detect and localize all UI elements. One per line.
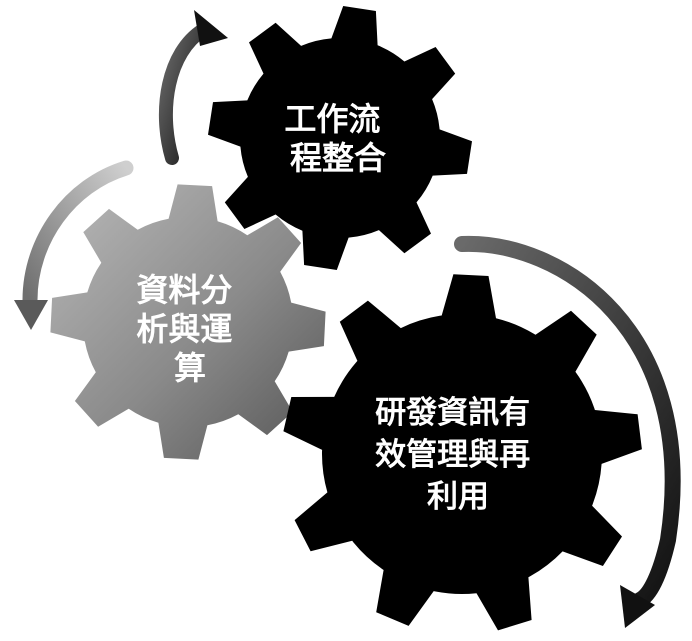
gear-workflow-label-line-2: 程整合 <box>290 139 386 177</box>
gear-workflow <box>208 6 472 270</box>
gear-rd-info-label-line-3: 利用 <box>427 479 489 515</box>
gear-rd-info-label-line-2: 效管理與再 <box>375 437 530 473</box>
gear-analysis-label-line-3: 算 <box>174 349 206 387</box>
arrowhead-right <box>620 585 655 628</box>
cycle-arrow-top-left <box>158 23 210 165</box>
cycle-arrow-left <box>22 160 134 308</box>
cycle-arrow-right <box>454 235 681 608</box>
gear-rd-info-label-line-1: 研發資訊有 <box>375 395 530 431</box>
gear-analysis-label-line-2: 析與運 <box>136 310 232 348</box>
gear-analysis <box>50 184 326 460</box>
arrowhead-left <box>14 300 48 330</box>
gear-analysis-label: 資料分 析與運 算 <box>136 271 243 387</box>
gear-workflow-label: 工作流 程整合 <box>284 100 391 177</box>
gear-rd-info-label: 研發資訊有 效管理與再 利用 <box>375 395 541 515</box>
gear-workflow-label-line-1: 工作流 <box>284 100 380 138</box>
gear-rd-info <box>283 274 642 631</box>
arrowhead-top-left <box>194 10 228 46</box>
gear-analysis-label-line-1: 資料分 <box>136 271 232 309</box>
